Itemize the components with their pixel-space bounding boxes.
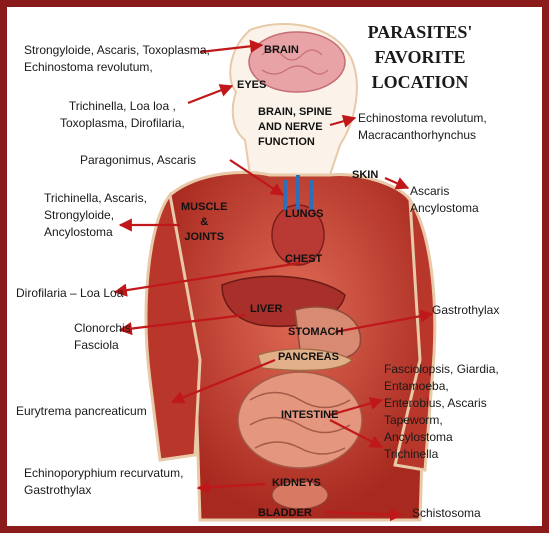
parasites-eyes: Trichinella, Loa loa , Toxoplasma, Dirof… (60, 99, 185, 130)
organ-label-liver: LIVER (250, 303, 283, 315)
organ-label-intestine: INTESTINE (281, 409, 339, 421)
parasites-brain-spine: Echinostoma revolutum, Macracanthorhynch… (358, 111, 487, 142)
arrow-eyes (187, 84, 234, 105)
parasites-intestine: Fasciolopsis, Giardia, Entamoeba, Entero… (384, 362, 499, 461)
arrow-skin (384, 176, 410, 190)
organ-label-lungs: LUNGS (285, 208, 324, 220)
organ-label-muscle: MUSCLE & JOINTS (181, 201, 228, 243)
parasites-liver: Clonorchis Fasciola (74, 321, 131, 352)
parasites-chest: Dirofilaria – Loa Loa (16, 286, 124, 300)
organ-label-kidneys: KIDNEYS (272, 477, 321, 489)
arrow-intestine-a (329, 396, 384, 417)
title-line: LOCATION (371, 72, 469, 92)
left-arm-shape (144, 191, 202, 462)
organ-label-pancreas: PANCREAS (278, 351, 339, 363)
title-line: PARASITES' (367, 22, 473, 42)
title-line: FAVORITE (374, 47, 466, 67)
arrow-brain-spine (329, 114, 357, 128)
organ-label-chest: CHEST (285, 253, 323, 265)
organ-label-eyes: EYES (237, 79, 267, 91)
organ-label-bladder: BLADDER (258, 507, 312, 519)
bladder-shape (271, 480, 329, 510)
arrow-bladder (324, 507, 404, 522)
organ-label-skin: SKIN (352, 169, 379, 181)
intestine-shape (237, 371, 363, 469)
parasites-pancreas: Eurytrema pancreaticum (16, 404, 147, 418)
parasites-brain: Strongyloide, Ascaris, Toxoplasma, Echin… (24, 43, 210, 74)
arrow-stomach (334, 309, 434, 334)
organ-label-stomach: STOMACH (288, 326, 344, 338)
arrow-chest (113, 261, 301, 297)
arrow-liver (118, 313, 246, 336)
arrow-lungs (229, 159, 285, 196)
parasites-lungs: Paragonimus, Ascaris (80, 153, 197, 167)
arrow-brain (199, 39, 264, 54)
arrow-kidneys (196, 480, 266, 494)
parasites-stomach: Gastrothylax (432, 303, 500, 317)
brain-shape (248, 31, 346, 93)
pancreas-shape (257, 348, 353, 371)
organ-label-brain: BRAIN (264, 44, 299, 56)
right-arm-shape (393, 194, 437, 472)
parasites-skin: Ascaris Ancylostoma (410, 184, 479, 215)
arrow-pancreas (170, 358, 276, 404)
arrow-intestine-b (329, 419, 384, 448)
parasites-muscle: Trichinella, Ascaris, Strongyloide, Ancy… (44, 191, 147, 239)
parasites-kidneys: Echinoporyphium recurvatum, Gastrothylax (24, 466, 184, 497)
organ-label-brain-spine: BRAIN, SPINE AND NERVE FUNCTION (258, 106, 332, 148)
parasites-bladder: Schistosoma (412, 506, 481, 520)
poster-title: PARASITES' FAVORITE LOCATION (360, 20, 480, 95)
